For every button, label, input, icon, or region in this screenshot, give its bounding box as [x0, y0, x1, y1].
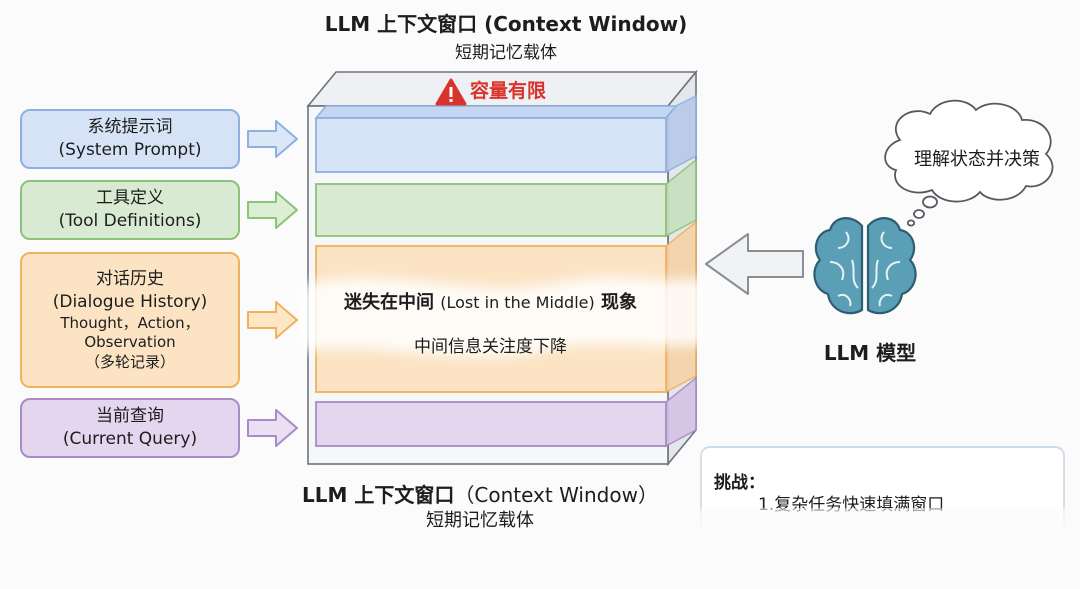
input-tool-definitions: 工具定义 (Tool Definitions) [20, 180, 240, 240]
layer-system-prompt [315, 117, 667, 173]
input-current-query-label: 当前查询 [96, 406, 164, 427]
input-current-query-sublabel: (Current Query) [62, 429, 198, 449]
arrow-right-icon [247, 120, 298, 158]
layer-current-query [315, 401, 667, 447]
arrow-right-icon [247, 191, 298, 229]
footer-title-rest: （Context Window） [454, 483, 658, 507]
bottom-fade-overlay [640, 508, 1080, 589]
arrow-right-icon [247, 301, 298, 339]
layer-system-prompt-top [314, 105, 678, 119]
lost-in-middle-title-bold-left: 迷失在中间 [343, 292, 434, 313]
input-dialogue-history-detail-2: Observation [84, 333, 176, 352]
footer-subtitle: 短期记忆载体 [426, 510, 534, 531]
input-dialogue-history-sublabel: (Dialogue History) [52, 291, 208, 312]
footer-title: LLM 上下文窗口（Context Window） [270, 479, 690, 508]
input-system-prompt-sublabel: (System Prompt) [58, 140, 202, 160]
input-tool-definitions-sublabel: (Tool Definitions) [58, 211, 202, 231]
input-system-prompt-label: 系统提示词 [87, 117, 173, 138]
warning-icon [435, 78, 467, 106]
diagram-subtitle: 短期记忆载体 [455, 43, 557, 63]
lost-in-middle-blur [300, 276, 706, 358]
lost-in-middle-title-english: (Lost in the Middle) [440, 293, 595, 312]
input-dialogue-history-detail-3: （多轮记录） [84, 352, 175, 371]
input-current-query: 当前查询 (Current Query) [20, 398, 240, 458]
input-system-prompt: 系统提示词 (System Prompt) [20, 109, 240, 169]
arrow-right-icon [247, 409, 298, 447]
input-tool-definitions-label: 工具定义 [96, 188, 164, 209]
capacity-label-text: 容量有限 [470, 80, 547, 102]
brain-icon [813, 217, 917, 315]
input-dialogue-history: 对话历史 (Dialogue History) Thought，Action， … [20, 252, 240, 388]
thought-cloud-icon [884, 99, 1054, 227]
arrow-left-icon [705, 233, 804, 295]
capacity-label: 容量有限 [470, 76, 546, 103]
llm-model-label: LLM 模型 [823, 341, 917, 365]
lost-in-middle-subtitle: 中间信息关注度下降 [414, 337, 567, 357]
input-dialogue-history-detail-1: Thought，Action， [60, 313, 200, 332]
lost-in-middle-title-bold-right: 现象 [601, 292, 638, 313]
layer-tool-definitions [315, 183, 667, 237]
diagram-title: LLM 上下文窗口 (Context Window) [324, 12, 688, 36]
footer-title-bold: LLM 上下文窗口 [302, 483, 455, 507]
lost-in-middle-title: 迷失在中间 (Lost in the Middle) 现象 [318, 288, 663, 314]
thought-text: 理解状态并决策 [914, 149, 1040, 170]
challenge-title: 挑战： [714, 473, 765, 493]
input-dialogue-history-label: 对话历史 [96, 268, 164, 289]
